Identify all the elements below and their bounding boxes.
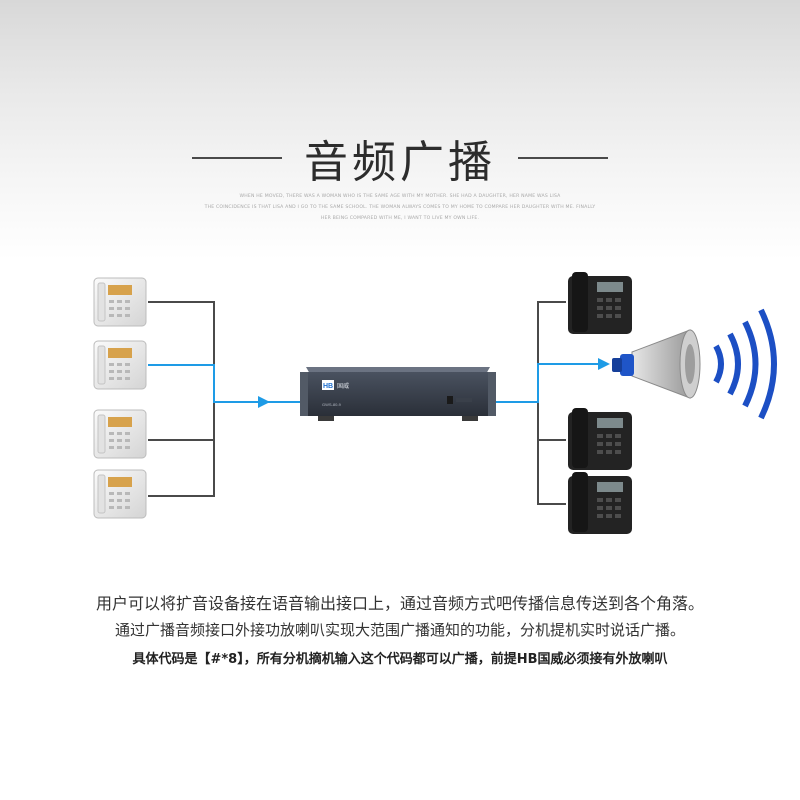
loudspeaker-icon [612, 329, 701, 399]
sound-waves-icon [713, 308, 777, 420]
broadcast-diagram: HB 国威 GWS-80-9 [93, 272, 777, 534]
device-logo: HB [323, 383, 333, 390]
title-left-line [192, 157, 282, 159]
caption-line-1: 用户可以将扩音设备接在语音输出接口上，通过音频方式吧传播信息传送到各个角落。 [95, 594, 704, 613]
left-wiring [148, 301, 215, 497]
left-signal-path [148, 364, 300, 408]
extension-phone-1 [93, 277, 147, 327]
caption-line-3: 具体代码是【#*8】，所有分机摘机输入这个代码都可以广播，前提HB国威必须接有外… [132, 652, 668, 667]
subtitle-line-3: HER BEING COMPARED WITH ME, I WANT TO LI… [320, 216, 480, 221]
title-right-line [518, 157, 608, 159]
device-brand: 国威 [337, 382, 349, 390]
subtitle-line-1: WHEN HE MOVED, THERE WAS A WOMAN WHO IS … [239, 194, 561, 199]
subtitle-line-2: THE COINCIDENCE IS THAT LISA AND I GO TO… [204, 205, 596, 210]
black-phone-3 [568, 472, 632, 534]
device-model: GWS-80-9 [322, 402, 342, 407]
black-phone-2 [568, 408, 632, 470]
subtitle-text: WHEN HE MOVED, THERE WAS A WOMAN WHO IS … [200, 191, 600, 224]
extension-phone-2 [93, 340, 147, 390]
extension-phone-4 [93, 469, 147, 519]
caption-line-2: 通过广播音频接口外接功放喇叭实现大范围广播通知的功能，分机提机实时说话广播。 [114, 621, 685, 639]
right-signal-path [496, 358, 610, 403]
right-wiring [537, 301, 566, 505]
extension-phone-3 [93, 409, 147, 459]
header-background [0, 0, 800, 260]
page-title: 音频广播 [304, 137, 496, 188]
black-phone-1 [568, 272, 632, 334]
hb-gateway-device: HB 国威 GWS-80-9 [300, 367, 496, 421]
title-row: 音频广播 [0, 128, 800, 188]
